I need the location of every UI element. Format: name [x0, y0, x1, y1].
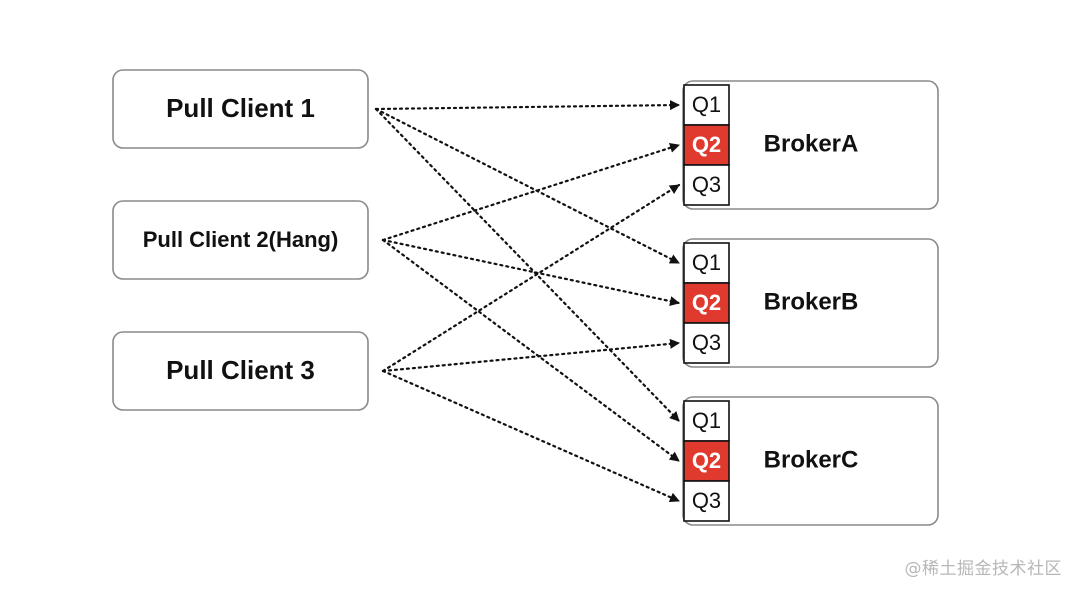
queue-label: Q1: [692, 92, 721, 117]
client-label: Pull Client 1: [166, 93, 315, 123]
queue-q2: Q2: [683, 282, 730, 324]
connection-arrow-c2-b-q2: [381, 238, 681, 307]
watermark: @稀土掘金技术社区: [904, 559, 1062, 579]
queue-box: [683, 400, 730, 442]
broker-label: BrokerB: [764, 288, 859, 315]
queue-q3: Q3: [683, 322, 730, 364]
queue-box: [683, 84, 730, 126]
queue-q1: Q1: [683, 84, 730, 126]
queue-label: Q2: [692, 290, 721, 315]
client-box: [112, 200, 369, 280]
queue-q2: Q2: [683, 124, 730, 166]
connection-arrow-c2-c-q2: [381, 238, 681, 463]
queue-q2: Q2: [683, 440, 730, 482]
connection-arrow-c3-c-q3: [381, 369, 681, 503]
connection-arrow-c3-b-q3: [381, 338, 681, 373]
client-label: Pull Client 3: [166, 355, 315, 385]
client-pull-client-3: Pull Client 3: [112, 331, 369, 411]
client-box: [112, 331, 369, 411]
queue-label: Q2: [692, 132, 721, 157]
queue-box: [683, 480, 730, 522]
queue-label: Q1: [692, 250, 721, 275]
queue-box: [683, 440, 730, 482]
broker-label: BrokerC: [764, 446, 859, 473]
broker-box: [682, 396, 939, 526]
broker-box: [682, 238, 939, 368]
connection-arrow-c2-a-q2: [381, 142, 681, 242]
queue-label: Q3: [692, 330, 721, 355]
broker-label: BrokerA: [764, 130, 859, 157]
client-label: Pull Client 2(Hang): [143, 227, 339, 252]
queue-q3: Q3: [683, 164, 730, 206]
queue-q1: Q1: [683, 242, 730, 284]
queue-box: [683, 124, 730, 166]
queue-box: [683, 322, 730, 364]
queue-q3: Q3: [683, 480, 730, 522]
client-box: [112, 69, 369, 149]
queue-box: [683, 242, 730, 284]
queue-label: Q2: [692, 448, 721, 473]
connection-arrow-c1-b-q1: [374, 107, 681, 265]
queue-box: [683, 164, 730, 206]
diagram-nodes: Pull Client 1 Pull Client 2(Hang) Pull Cli…: [112, 69, 939, 526]
client-pull-client-2-hang: Pull Client 2(Hang): [112, 200, 369, 280]
connection-arrow-c1-a-q1: [374, 100, 681, 111]
client-pull-client-1: Pull Client 1: [112, 69, 369, 149]
queue-label: Q3: [692, 488, 721, 513]
connection-lines: [374, 100, 681, 503]
queue-label: Q3: [692, 172, 721, 197]
broker-box: [682, 80, 939, 210]
queue-label: Q1: [692, 408, 721, 433]
connection-arrow-c1-c-q1: [374, 107, 681, 423]
connection-arrow-c3-a-q3: [381, 183, 681, 373]
queue-q1: Q1: [683, 400, 730, 442]
